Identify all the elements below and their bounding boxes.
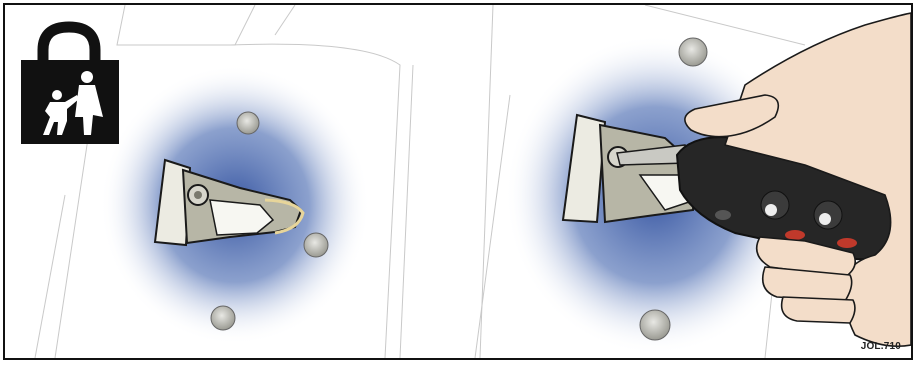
illustration-frame: JOL.710: [3, 3, 913, 360]
bolt-icon: [304, 233, 328, 257]
child-lock-illustration: [5, 5, 911, 358]
bolt-icon: [679, 38, 707, 66]
bolt-icon: [211, 306, 235, 330]
bolt-icon: [237, 112, 259, 134]
bolt-icon: [640, 310, 670, 340]
child-lock-padlock-icon: [21, 27, 119, 144]
figure-reference-code: JOL.710: [861, 341, 901, 352]
